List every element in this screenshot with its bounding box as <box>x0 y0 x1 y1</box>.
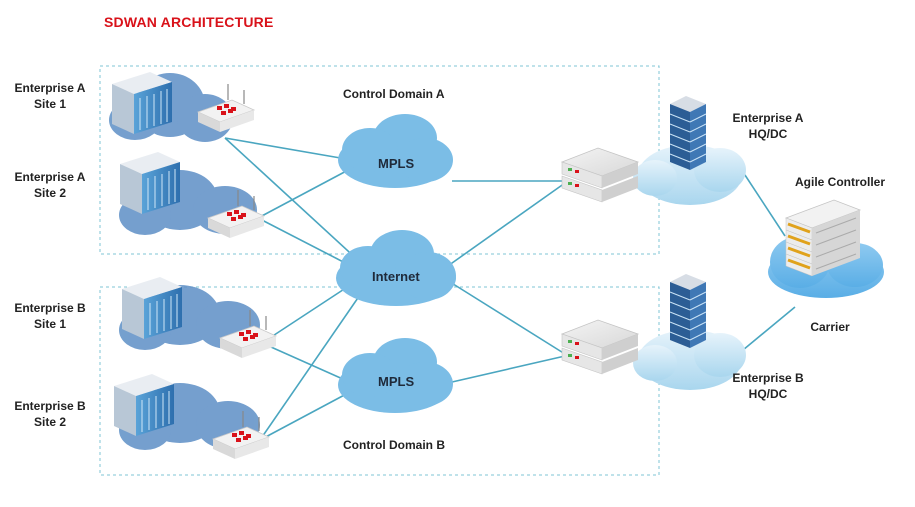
gateway-server-icon <box>560 147 640 203</box>
hq-cloud-b <box>633 330 746 390</box>
cloud-mpls-bottom-label: MPLS <box>378 374 415 389</box>
tower-icon <box>669 96 707 170</box>
controller-label: Agile Controller <box>794 175 885 189</box>
control-domain-a-label: Control Domain A <box>343 87 445 101</box>
network-links <box>224 137 796 441</box>
diagram-title: SDWAN ARCHITECTURE <box>104 14 274 30</box>
control-domain-b-box <box>99 286 660 476</box>
cloud-internet-label: Internet <box>372 269 420 284</box>
cloud-mpls-bottom <box>338 338 453 413</box>
carrier-label: Carrier <box>810 320 850 334</box>
controller-server-icon <box>784 199 862 277</box>
control-domain-b-label: Control Domain B <box>343 438 445 452</box>
cloud-internet <box>336 230 456 306</box>
router-icon <box>196 84 256 132</box>
cloud-mpls-top-label: MPLS <box>378 156 415 171</box>
hq-cloud-a <box>633 145 746 205</box>
building-icon <box>112 72 172 134</box>
cloud-mpls-top <box>338 114 453 188</box>
